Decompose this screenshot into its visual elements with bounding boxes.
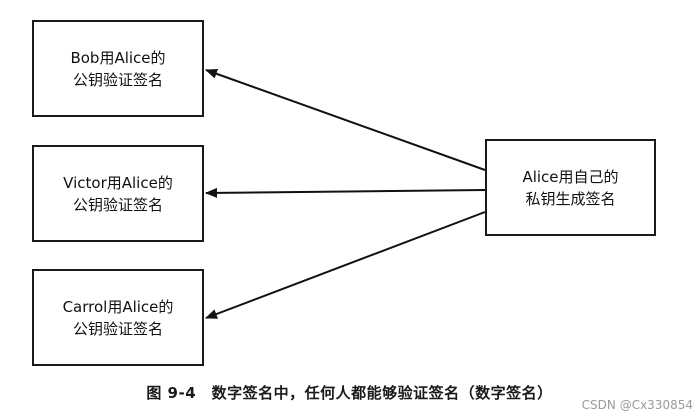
carrol-verify-box: Carrol用Alice的 公钥验证签名 <box>32 269 204 366</box>
bob-box-line1: Bob用Alice的 <box>70 48 166 67</box>
bob-verify-box: Bob用Alice的 公钥验证签名 <box>32 20 204 117</box>
carrol-box-line1: Carrol用Alice的 <box>62 297 174 316</box>
alice-box-line2: 私钥生成签名 <box>525 189 616 208</box>
victor-box-line2: 公钥验证签名 <box>72 195 163 214</box>
alice-box-line1: Alice用自己的 <box>522 167 619 186</box>
alice-sign-box: Alice用自己的 私钥生成签名 <box>485 139 656 236</box>
arrow-alice-to-carrol <box>205 211 486 319</box>
arrow-alice-to-bob <box>205 69 486 171</box>
carrol-box-line2: 公钥验证签名 <box>72 319 163 338</box>
victor-verify-box: Victor用Alice的 公钥验证签名 <box>32 145 204 242</box>
watermark: CSDN @Cx330854 <box>581 398 693 412</box>
victor-box-line1: Victor用Alice的 <box>63 173 173 192</box>
arrow-alice-to-victor <box>205 187 486 198</box>
bob-box-line2: 公钥验证签名 <box>72 70 163 89</box>
figure-caption: 图 9-4 数字签名中，任何人都能够验证签名（数字签名） <box>146 384 553 402</box>
